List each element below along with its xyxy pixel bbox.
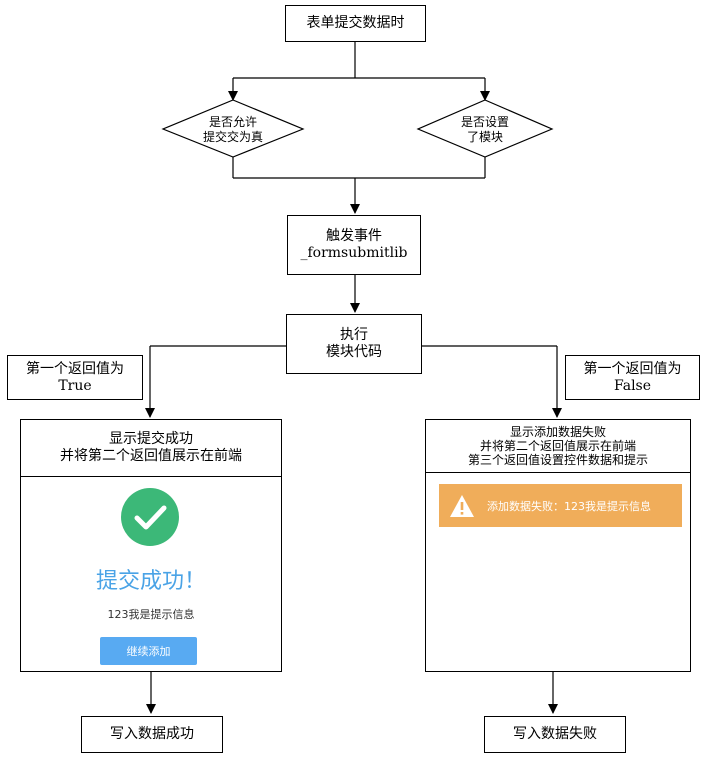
- warning-icon: [450, 494, 474, 517]
- success-panel-line2: 并将第二个返回值展示在前端: [60, 448, 242, 464]
- fail-panel-line1: 显示添加数据失败: [509, 425, 606, 439]
- execute-line1: 执行: [340, 327, 368, 343]
- write-success-label: 写入数据成功: [110, 726, 194, 742]
- start-node: 表单提交数据时: [285, 5, 426, 42]
- decision-module-set: [416, 99, 554, 158]
- return-true-node: 第一个返回值为 True: [7, 355, 143, 400]
- return-true-line1: 第一个返回值为: [26, 360, 124, 377]
- decision-allow-line2: 提交交为真: [202, 130, 263, 144]
- decision-module-line1: 是否设置: [460, 115, 509, 129]
- success-preview-message: 123我是提示信息: [107, 608, 195, 621]
- check-circle-icon: [121, 488, 179, 546]
- success-panel: 显示提交成功 并将第二个返回值展示在前端 提交成功！ 123我是提示信息 继续添…: [20, 419, 282, 672]
- return-false-line2: False: [613, 377, 652, 394]
- return-false-node: 第一个返回值为 False: [565, 355, 700, 400]
- fail-panel-line2: 并将第二个返回值展示在前端: [479, 439, 636, 453]
- success-preview-title: 提交成功！: [95, 569, 206, 594]
- decision-module-set-label: 是否设置 了模块: [425, 115, 545, 145]
- execute-module-node: 执行 模块代码: [286, 314, 422, 374]
- decision-module-line2: 了模块: [466, 130, 503, 144]
- success-panel-header: 显示提交成功 并将第二个返回值展示在前端: [21, 420, 281, 477]
- return-true-line2: True: [58, 377, 92, 394]
- decision-allow-submit-label: 是否允许 提交交为真: [173, 115, 293, 145]
- execute-line2: 模块代码: [326, 344, 382, 360]
- decision-allow-line1: 是否允许: [208, 115, 257, 129]
- fail-panel: 显示添加数据失败 并将第二个返回值展示在前端 第三个返回值设置控件数据和提示 添…: [425, 419, 691, 672]
- fail-panel-header: 显示添加数据失败 并将第二个返回值展示在前端 第三个返回值设置控件数据和提示: [426, 420, 690, 473]
- fail-panel-line3: 第三个返回值设置控件数据和提示: [467, 453, 648, 467]
- write-fail-node: 写入数据失败: [484, 716, 626, 753]
- write-fail-label: 写入数据失败: [513, 726, 597, 742]
- return-false-line1: 第一个返回值为: [583, 360, 682, 377]
- decision-allow-submit: [161, 99, 305, 158]
- fail-alert-text: 添加数据失败：123我是提示信息: [487, 499, 651, 513]
- continue-add-button[interactable]: 继续添加: [100, 637, 197, 665]
- trigger-event-node: 触发事件 _formsubmitlib: [287, 215, 421, 275]
- write-success-node: 写入数据成功: [81, 716, 223, 753]
- trigger-event-line2: _formsubmitlib: [300, 245, 408, 261]
- fail-alert-bar: 添加数据失败：123我是提示信息: [439, 484, 682, 527]
- trigger-event-line1: 触发事件: [326, 228, 382, 244]
- start-node-label: 表单提交数据时: [306, 15, 405, 31]
- success-panel-line1: 显示提交成功: [109, 431, 193, 447]
